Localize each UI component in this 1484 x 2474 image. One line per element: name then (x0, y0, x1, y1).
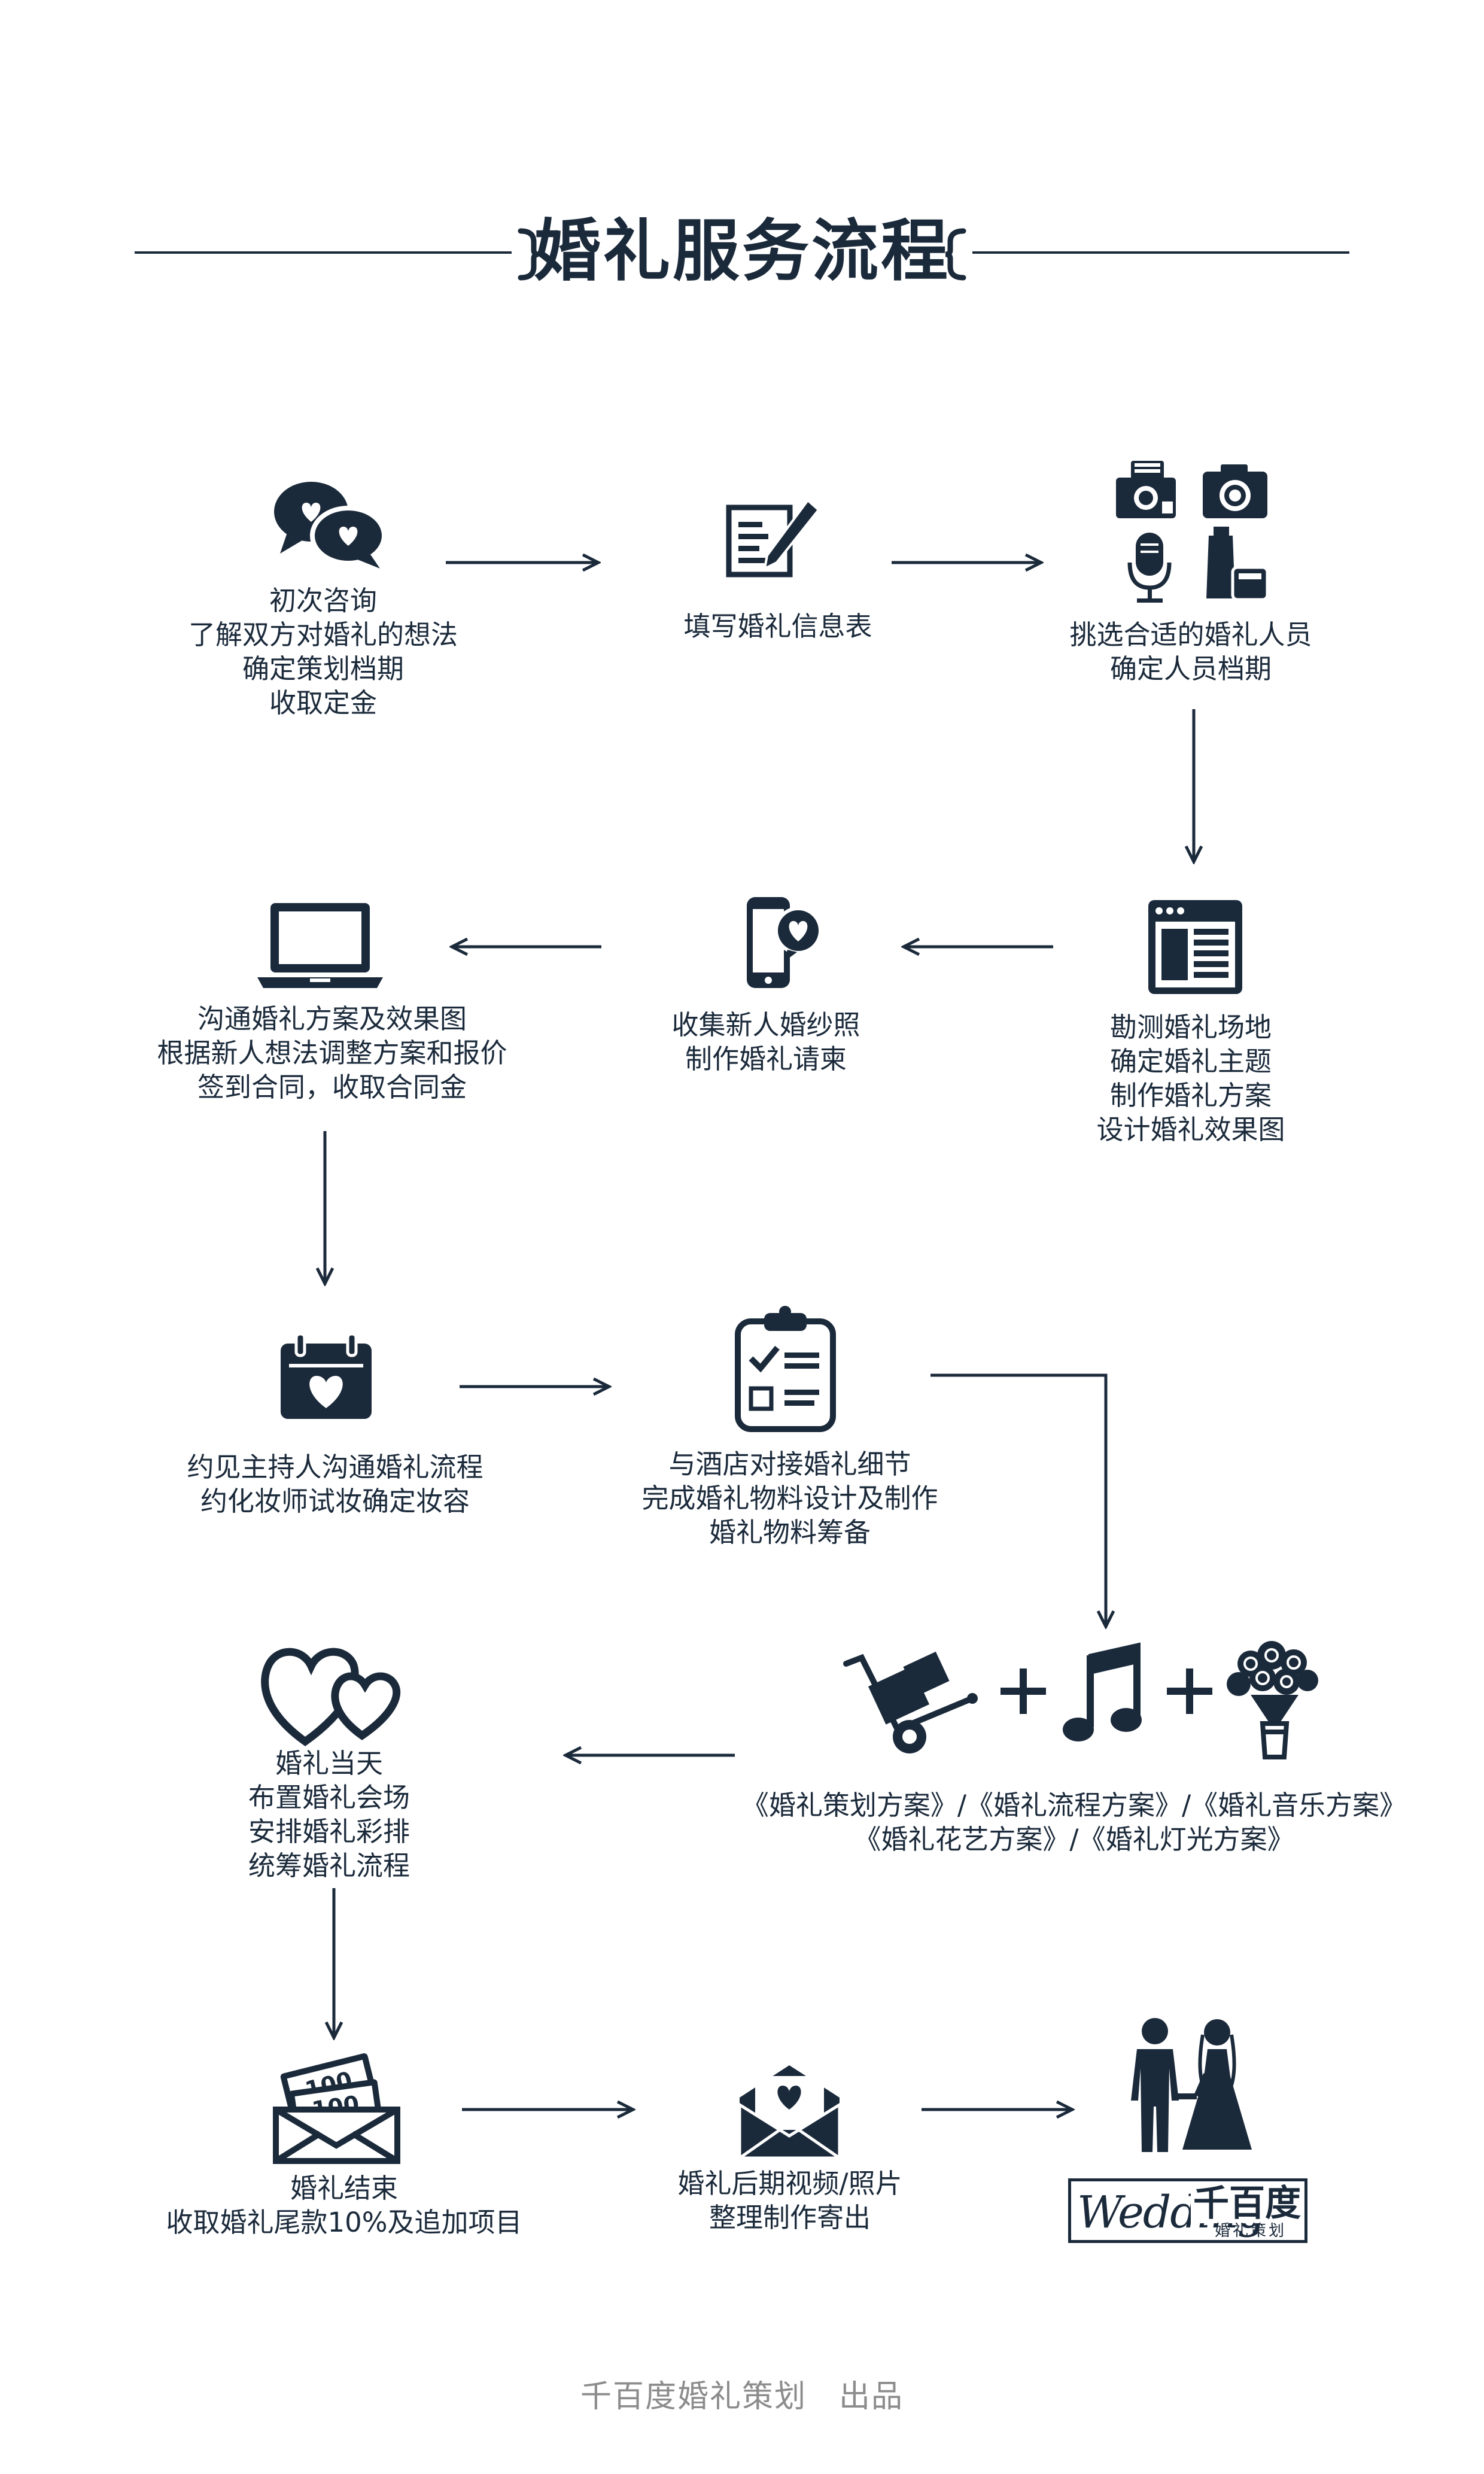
step-9-label: 《婚礼策划方案》/《婚礼流程方案》/《婚礼音乐方案》 《婚礼花艺方案》/《婚礼灯… (741, 1789, 1407, 1855)
browser-layout-icon (1148, 900, 1242, 994)
clipboard-checklist-icon (735, 1306, 836, 1432)
step-6-label: 沟通婚礼方案及效果图 根据新人想法调整方案和报价 签到合同，收取合同金 (157, 1003, 507, 1103)
step-2-label: 填写婚礼信息表 (683, 610, 872, 642)
money-envelope-icon: 100 100 (273, 2053, 400, 2164)
step-7-label: 约见主持人沟通婚礼流程 约化妆师试妆确定妆容 (187, 1451, 483, 1517)
footer-credit: 千百度婚礼策划 出品 (580, 2379, 904, 2415)
cart-music-bouquet-icon (843, 1641, 1318, 1759)
step-3-label: 挑选合适的婚礼人员 确定人员档期 (1069, 619, 1312, 685)
step-11-label: 婚礼结束 收取婚礼尾款10%及追加项目 (166, 2172, 522, 2238)
logo-name: 千百度 (1191, 2184, 1303, 2223)
cameras-mic-cosmetics-icon (1116, 461, 1269, 603)
phone-heart-icon (747, 897, 822, 988)
title-line-left (135, 251, 512, 254)
bride-groom-icon (1131, 2018, 1252, 2152)
bracket-left-icon (518, 228, 539, 281)
laptop-icon (257, 903, 383, 988)
step-8-label: 与酒店对接婚礼细节 完成婚礼物料设计及制作 婚礼物料筹备 (641, 1448, 938, 1548)
arrow-8-9 (930, 1373, 1106, 1627)
bracket-right-icon (945, 228, 966, 281)
step-12-label: 婚礼后期视频/照片 整理制作寄出 (677, 2168, 902, 2233)
step-10-label: 婚礼当天 布置婚礼会场 安排婚礼彩排 统筹婚礼流程 (248, 1747, 410, 1882)
brand-logo: Wedding 千百度 婚礼策划 (1068, 2178, 1307, 2243)
step-5-label: 收集新人婚纱照 制作婚礼请柬 (671, 1009, 860, 1075)
logo-sub: 婚礼策划 (1215, 2222, 1287, 2240)
chat-hearts-icon (274, 482, 387, 569)
heart-envelope-icon (738, 2065, 841, 2160)
step-4-label: 勘测婚礼场地 确定婚礼主题 制作婚礼方案 设计婚礼效果图 (1096, 1011, 1285, 1145)
double-hearts-icon (261, 1648, 401, 1746)
form-pen-icon (726, 499, 820, 578)
calendar-heart-icon (281, 1332, 372, 1419)
step-1-label: 初次咨询 了解双方对婚礼的想法 确定策划档期 收取定金 (188, 585, 458, 719)
title-line-right (972, 251, 1349, 254)
page-title: 婚礼服务流程 (534, 212, 950, 290)
